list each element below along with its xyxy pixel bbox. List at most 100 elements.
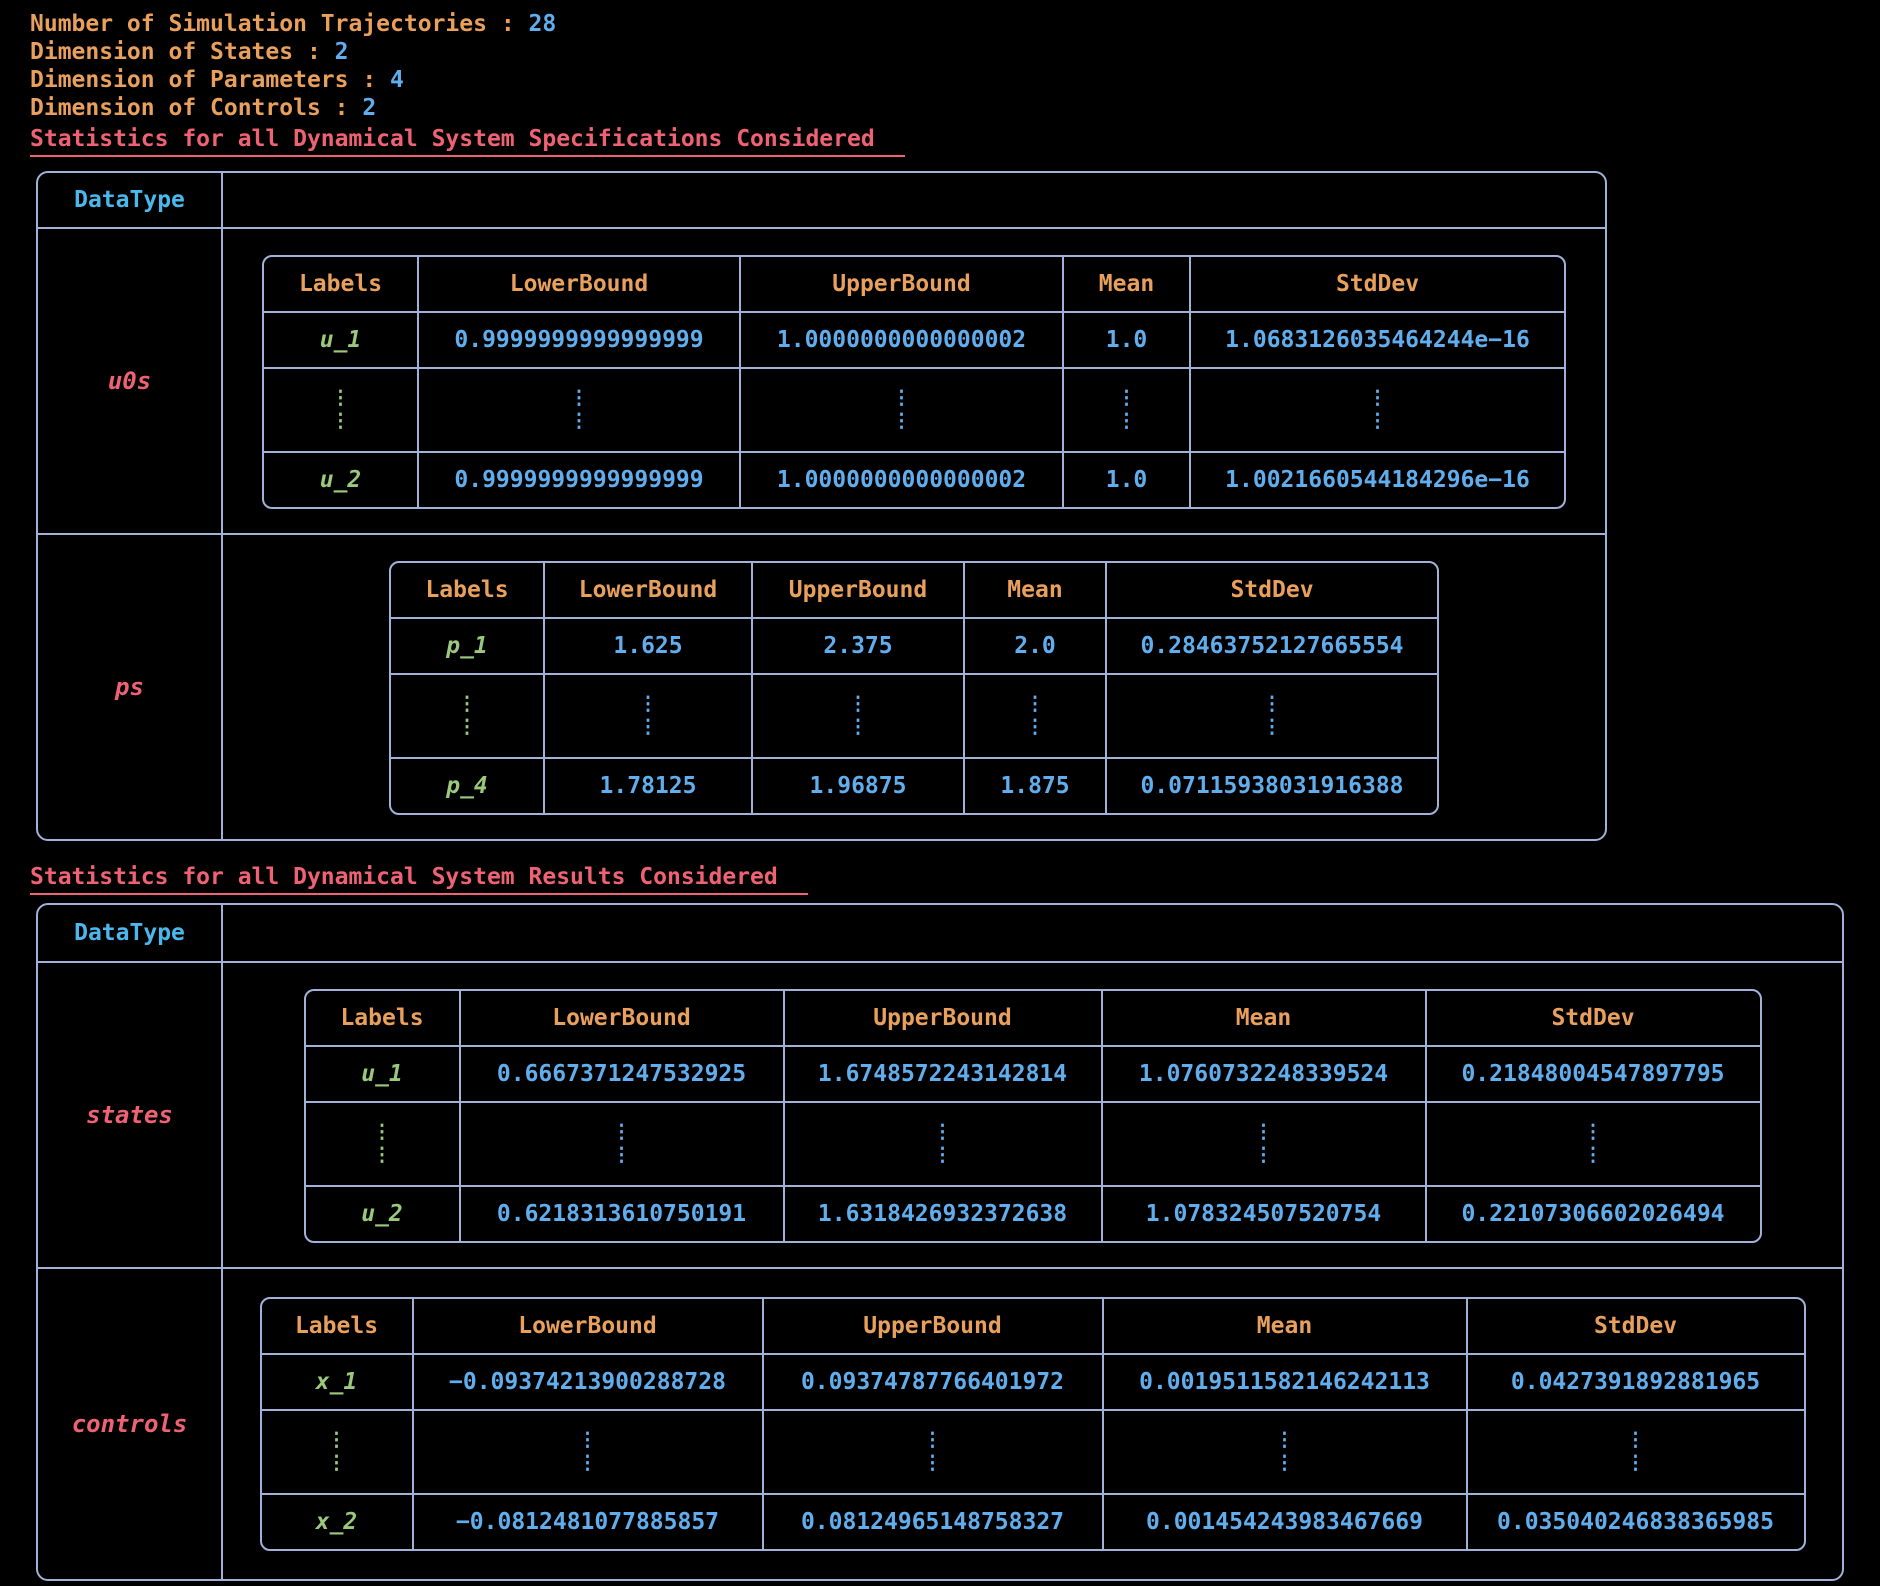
ellipsis-glyph: ⋮	[1583, 1144, 1603, 1166]
ellipsis-glyph: ⋮	[1368, 386, 1387, 409]
cell-upperbound: 1.96875	[753, 759, 965, 813]
ellipsis-cell: ⋮⋮	[965, 675, 1107, 757]
column-header-lowerbound: LowerBound	[414, 1299, 764, 1353]
datatype-label-controls: controls	[71, 1410, 188, 1438]
column-header-labels: Labels	[306, 991, 461, 1045]
cell-upperbound: 1.0000000000000002	[741, 453, 1064, 507]
ellipsis-glyph: ⋮	[848, 692, 868, 715]
column-header-upperbound: UpperBound	[764, 1299, 1104, 1353]
cell-upperbound: 1.6318426932372638	[785, 1187, 1103, 1241]
ellipsis-cell: ⋮⋮	[1064, 369, 1191, 451]
table-row: u_2 0.6218313610750191 1.631842693237263…	[305, 1185, 1760, 1241]
column-header-stddev: StdDev	[1230, 577, 1314, 603]
meta-line-parameters-dim: Dimension of Parameters : 4	[30, 66, 1880, 94]
cell-lowerbound: 0.6218313610750191	[461, 1187, 785, 1241]
results-table: DataType states Labels LowerBound UpperB…	[36, 903, 1844, 1581]
meta-line-trajectories: Number of Simulation Trajectories : 28	[30, 10, 1880, 38]
ellipsis-row: ⋮⋮ ⋮⋮ ⋮⋮ ⋮⋮ ⋮⋮	[261, 1409, 1804, 1493]
cell-lowerbound: 1.625	[545, 619, 753, 673]
row-label: p_1	[391, 619, 545, 673]
ellipsis-glyph: ⋮	[372, 1144, 392, 1166]
meta-label: Dimension of Parameters	[30, 67, 349, 93]
cell-stddev: 0.07115938031916388	[1140, 773, 1404, 799]
table-row: x_2 −0.0812481077885857 0.08124965148758…	[261, 1493, 1804, 1549]
ellipsis-cell: ⋮⋮	[764, 1411, 1104, 1493]
cell-stddev: 1.0683126035464244e−16	[1225, 327, 1530, 353]
column-header-labels: Labels	[264, 257, 419, 311]
vertical-ellipsis-icon: ⋮⋮	[1263, 694, 1282, 736]
ellipsis-cell: ⋮⋮	[1104, 1411, 1468, 1493]
datatype-header-spacer	[223, 905, 1842, 961]
ellipsis-glyph: ⋮	[457, 716, 477, 738]
ellipsis-glyph: ⋮	[892, 410, 911, 432]
meta-value: 4	[390, 67, 404, 93]
ellipsis-glyph: ⋮	[1583, 1120, 1603, 1143]
cell-upperbound: 0.08124965148758327	[764, 1495, 1104, 1549]
stats-table-u0s: Labels LowerBound UpperBound Mean StdDev…	[262, 255, 1566, 509]
cell-mean: 1.078324507520754	[1103, 1187, 1427, 1241]
ellipsis-cell: ⋮⋮	[306, 1103, 461, 1185]
ellipsis-glyph: ⋮	[1254, 1120, 1273, 1143]
cell-stddev: 0.21848004547897795	[1461, 1061, 1725, 1087]
column-header-mean: Mean	[965, 563, 1107, 617]
vertical-ellipsis-icon: ⋮⋮	[1275, 1430, 1294, 1472]
datatype-row-u0s: u0s Labels LowerBound UpperBound Mean St…	[38, 227, 1605, 533]
column-header-stddev: StdDev	[1335, 271, 1420, 297]
ellipsis-glyph: ⋮	[331, 410, 350, 432]
ellipsis-cell: ⋮⋮	[753, 675, 965, 757]
datatype-header-cell: DataType	[38, 905, 223, 961]
cell-mean: 1.0	[1064, 453, 1191, 507]
table-row: x_1 −0.09374213900288728 0.0937478776640…	[261, 1353, 1804, 1409]
ellipsis-glyph: ⋮	[923, 1452, 942, 1474]
column-header-mean: Mean	[1064, 257, 1191, 311]
cell-lowerbound: 0.9999999999999999	[419, 313, 741, 367]
table-row: p_1 1.625 2.375 2.0 0.28463752127665554	[391, 617, 1437, 673]
ellipsis-cell: ⋮⋮	[414, 1411, 764, 1493]
ellipsis-row: ⋮⋮ ⋮⋮ ⋮⋮ ⋮⋮ ⋮⋮	[391, 673, 1437, 757]
ellipsis-cell: ⋮⋮	[545, 675, 753, 757]
cell-mean: 0.0019511582146242113	[1104, 1355, 1468, 1409]
stats-header-row: Labels LowerBound UpperBound Mean StdDev	[262, 1299, 1804, 1353]
meta-separator: :	[320, 95, 363, 121]
section-title-results: Statistics for all Dynamical System Resu…	[30, 863, 1880, 895]
column-header-lowerbound: LowerBound	[461, 991, 785, 1045]
ellipsis-glyph: ⋮	[569, 410, 589, 432]
meta-label: Number of Simulation Trajectories	[30, 11, 487, 37]
vertical-ellipsis-icon: ⋮⋮	[457, 692, 477, 738]
datatype-label-u0s: u0s	[107, 367, 152, 395]
meta-label: Dimension of Controls	[30, 95, 321, 121]
cell-upperbound: 1.0000000000000002	[741, 313, 1064, 367]
row-label: u_1	[264, 313, 419, 367]
ellipsis-row: ⋮⋮ ⋮⋮ ⋮⋮ ⋮⋮ ⋮⋮	[264, 367, 1564, 451]
vertical-ellipsis-icon: ⋮⋮	[1026, 694, 1045, 736]
ellipsis-cell: ⋮⋮	[262, 1411, 414, 1493]
meta-separator: :	[348, 67, 391, 93]
ellipsis-glyph: ⋮	[1117, 410, 1136, 432]
section-title-text: Statistics for all Dynamical System Resu…	[30, 863, 808, 895]
meta-line-states-dim: Dimension of States : 2	[30, 38, 1880, 66]
ellipsis-cell: ⋮⋮	[741, 369, 1064, 451]
ellipsis-cell: ⋮⋮	[461, 1103, 785, 1185]
ellipsis-glyph: ⋮	[457, 692, 477, 715]
vertical-ellipsis-icon: ⋮⋮	[1626, 1428, 1645, 1472]
section-title-specifications: Statistics for all Dynamical System Spec…	[30, 125, 1880, 157]
ellipsis-cell: ⋮⋮	[1107, 675, 1437, 757]
ellipsis-glyph: ⋮	[569, 386, 589, 409]
meta-separator: :	[486, 11, 529, 37]
vertical-ellipsis-icon: ⋮⋮	[612, 1122, 631, 1166]
column-header-mean: Mean	[1104, 1299, 1468, 1353]
ellipsis-glyph: ⋮	[327, 1428, 346, 1451]
ellipsis-cell: ⋮⋮	[1468, 1411, 1804, 1493]
cell-lowerbound: 0.6667371247532925	[461, 1047, 785, 1101]
ellipsis-glyph: ⋮	[1626, 1428, 1645, 1451]
cell-mean: 1.0	[1064, 313, 1191, 367]
row-label: p_4	[391, 759, 545, 813]
datatype-label-ps: ps	[115, 673, 144, 701]
column-header-upperbound: UpperBound	[741, 257, 1064, 311]
cell-stddev: 0.0427391892881965	[1510, 1369, 1761, 1395]
specifications-table: DataType u0s Labels LowerBound UpperBoun…	[36, 171, 1607, 841]
cell-stddev: 0.22107306602026494	[1461, 1201, 1725, 1227]
ellipsis-glyph: ⋮	[612, 1144, 631, 1166]
cell-stddev: 0.035040246838365985	[1497, 1509, 1774, 1535]
ellipsis-glyph: ⋮	[327, 1452, 346, 1474]
